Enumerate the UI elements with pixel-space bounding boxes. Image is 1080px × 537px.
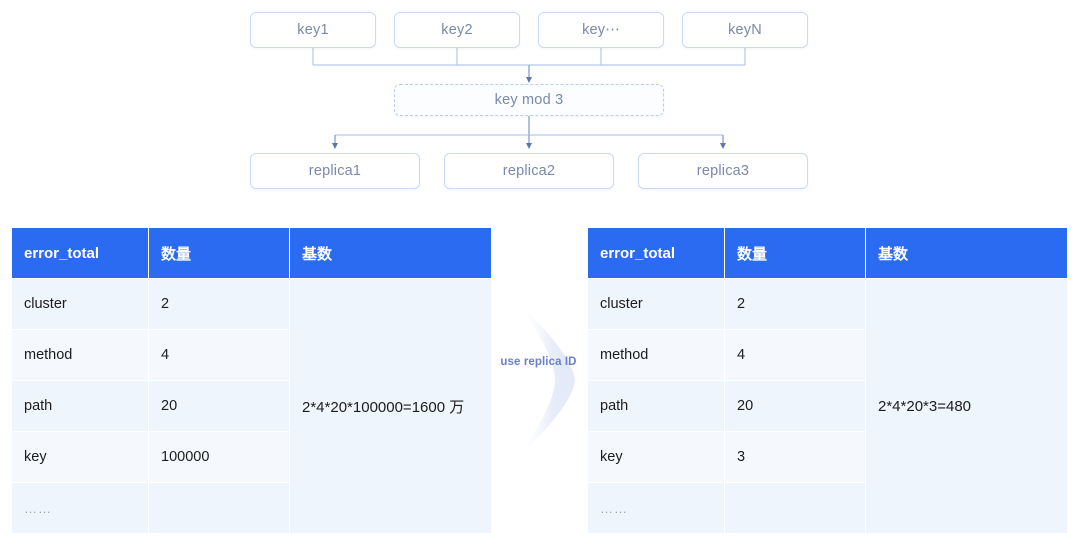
column-header-error-total: error_total [12,228,148,278]
replica-node-3-label: replica3 [696,163,750,179]
replica-node-1[interactable]: replica1 [250,153,420,189]
chevron-right-icon [519,304,575,456]
table-row: key [588,432,724,482]
table-row: path [12,381,148,431]
table-row: 2 [725,279,865,329]
cardinality-value-left: 2*4*20*100000=1600 万 [290,279,491,533]
hash-function-label: key mod 3 [494,92,564,108]
key-node-3-label: key⋯ [582,22,620,38]
key-node-n-label: keyN [728,22,762,38]
table-row: 4 [725,330,865,380]
table-row: path [588,381,724,431]
table-row: cluster [588,279,724,329]
key-node-3[interactable]: key⋯ [538,12,664,48]
table-row: 100000 [149,432,289,482]
replica-node-2[interactable]: replica2 [444,153,614,189]
replica-node-2-label: replica2 [502,163,556,179]
table-row: 20 [149,381,289,431]
table-row: 20 [725,381,865,431]
table-row: key [12,432,148,482]
table-row: method [12,330,148,380]
table-row: 3 [725,432,865,482]
cardinality-value-right: 2*4*20*3=480 [866,279,1067,533]
transition-connector: use replica ID [489,290,588,470]
replica-node-1-label: replica1 [308,163,362,179]
flow-diagram: key1 key2 key⋯ keyN key mod 3 replica1 r… [0,0,1080,215]
column-header-cardinality: 基数 [290,228,491,278]
replica-node-3[interactable]: replica3 [638,153,808,189]
key-node-1-label: key1 [297,22,329,38]
table-row: cluster [12,279,148,329]
column-header-error-total: error_total [588,228,724,278]
hash-function-node[interactable]: key mod 3 [394,84,664,116]
table-row [725,483,865,533]
column-header-count: 数量 [149,228,289,278]
table-row: 4 [149,330,289,380]
key-node-1[interactable]: key1 [250,12,376,48]
table-row: 2 [149,279,289,329]
table-row: method [588,330,724,380]
key-node-n[interactable]: keyN [682,12,808,48]
table-after: error_total 数量 基数 cluster 2 method 4 pat… [588,228,1067,533]
column-header-count: 数量 [725,228,865,278]
table-before: error_total 数量 基数 cluster 2 method 4 pat… [12,228,491,533]
table-row: …… [12,483,148,533]
table-row: …… [588,483,724,533]
key-node-2[interactable]: key2 [394,12,520,48]
table-row [149,483,289,533]
key-node-2-label: key2 [441,22,473,38]
column-header-cardinality: 基数 [866,228,1067,278]
transition-label: use replica ID [500,356,577,368]
